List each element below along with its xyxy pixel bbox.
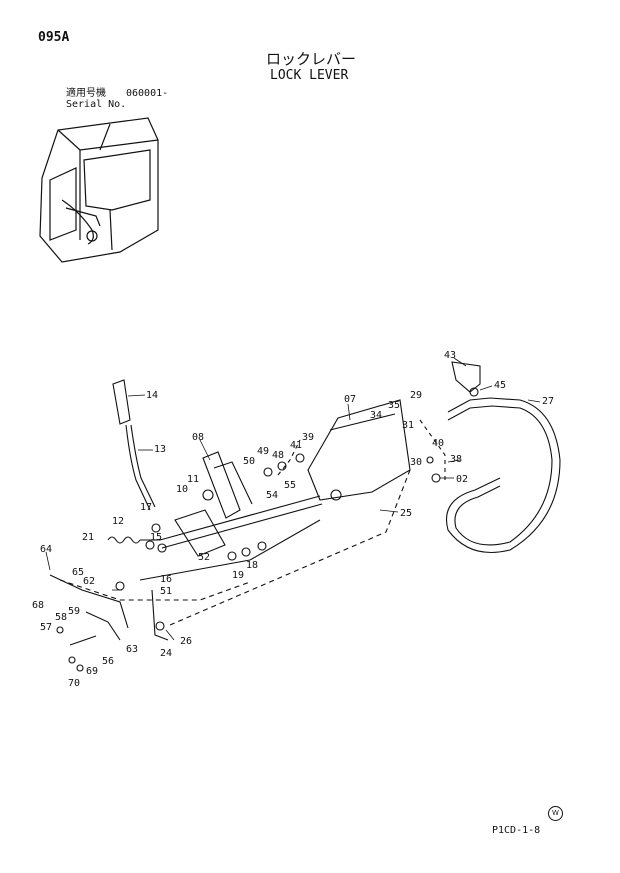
label-27: 27 [542, 396, 554, 407]
label-10: 10 [176, 484, 188, 495]
label-14: 14 [146, 390, 158, 401]
label-18: 18 [246, 560, 258, 571]
lock-lever-assembly [49, 361, 561, 672]
label-24: 24 [160, 648, 172, 659]
label-40: 40 [432, 438, 444, 449]
revision-mark: W [548, 806, 563, 821]
page-code: 095A [38, 30, 70, 45]
label-69: 69 [86, 666, 98, 677]
label-48: 48 [272, 450, 284, 461]
label-56: 56 [102, 656, 114, 667]
label-64: 64 [40, 544, 52, 555]
leader-lines [45, 357, 541, 641]
label-59: 59 [68, 606, 80, 617]
label-52: 52 [198, 552, 210, 563]
label-63: 63 [126, 644, 138, 655]
label-54: 54 [266, 490, 278, 501]
page-reference: P1CD-1-8 [492, 825, 541, 836]
label-41: 41 [290, 440, 302, 451]
label-34: 34 [370, 410, 382, 421]
label-02: 02 [456, 474, 468, 485]
title-japanese: ロックレバー [266, 50, 357, 68]
label-65: 65 [72, 567, 84, 578]
label-70: 70 [68, 678, 80, 689]
label-43: 43 [444, 350, 456, 361]
label-13: 13 [154, 444, 166, 455]
serial-value: 060001- [126, 88, 169, 99]
part-labels: 14 13 08 07 43 45 29 27 35 34 39 41 48 4… [32, 350, 554, 689]
label-39: 39 [302, 432, 314, 443]
label-15: 15 [150, 532, 162, 543]
title-english: LOCK LEVER [270, 68, 349, 83]
label-50: 50 [243, 456, 255, 467]
label-17: 17 [140, 502, 152, 513]
serial-label-jp: 適用号機 [66, 88, 106, 99]
label-11a: 11 [187, 474, 199, 485]
label-25: 25 [400, 508, 412, 519]
label-49: 49 [257, 446, 269, 457]
label-55: 55 [284, 480, 296, 491]
label-58: 58 [55, 612, 67, 623]
label-07: 07 [344, 394, 356, 405]
label-38: 38 [450, 454, 462, 465]
label-21: 21 [82, 532, 94, 543]
serial-label: 適用号機 Serial No. [66, 88, 126, 110]
label-45: 45 [494, 380, 506, 391]
label-62: 62 [83, 576, 95, 587]
label-29: 29 [410, 390, 422, 401]
label-08: 08 [192, 432, 204, 443]
label-57: 57 [40, 622, 52, 633]
label-12: 12 [112, 516, 124, 527]
serial-label-en: Serial No. [66, 99, 127, 110]
cab-thumbnail [39, 117, 159, 263]
label-51: 51 [160, 586, 172, 597]
label-31: 31 [402, 420, 414, 431]
label-68: 68 [32, 600, 44, 611]
label-19: 19 [232, 570, 244, 581]
label-26: 26 [180, 636, 192, 647]
label-30: 30 [410, 457, 422, 468]
label-16: 16 [160, 574, 172, 585]
label-35: 35 [388, 400, 400, 411]
